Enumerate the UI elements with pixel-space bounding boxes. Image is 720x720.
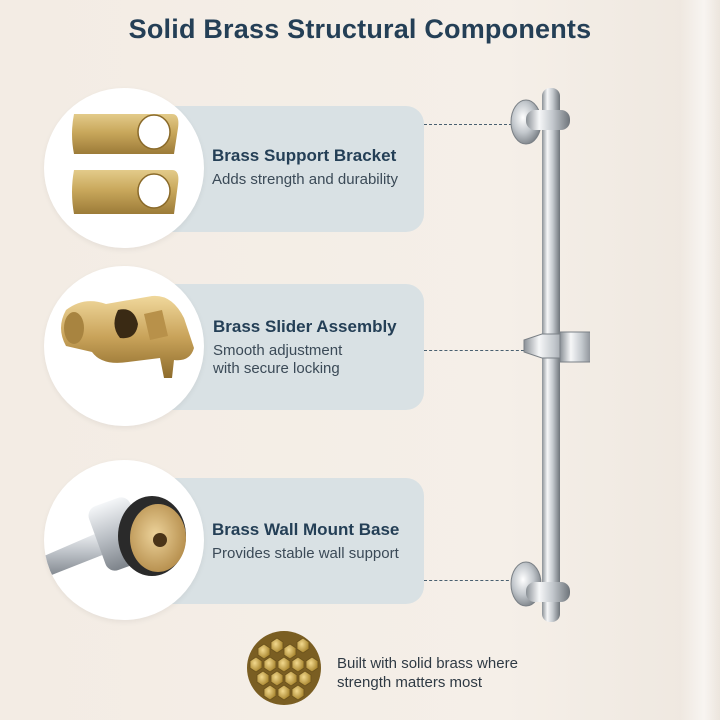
bracket-title: Brass Support Bracket bbox=[212, 146, 397, 165]
page-title: Solid Brass Structural Components bbox=[128, 14, 592, 44]
brass-rods-icon bbox=[247, 631, 321, 705]
footer-line2: strength matters most bbox=[337, 674, 483, 691]
brass-slider-icon bbox=[61, 295, 194, 378]
bracket-leader-line bbox=[424, 124, 512, 125]
wall-mount-image bbox=[44, 460, 204, 620]
slider-title: Brass Slider Assembly bbox=[213, 317, 397, 336]
footer-line1: Built with solid brass where bbox=[337, 655, 518, 672]
brass-wall-mount-icon bbox=[44, 496, 186, 578]
slider-description-line1: Smooth adjustment bbox=[213, 342, 343, 359]
wall-shade bbox=[680, 0, 720, 720]
bracket-image bbox=[44, 88, 204, 248]
footer-text: Built with solid brass where strength ma… bbox=[337, 654, 518, 692]
slider-image bbox=[44, 266, 204, 426]
shower-rail-image bbox=[510, 88, 590, 622]
wall-mount-leader-line bbox=[424, 580, 514, 581]
slider-leader-line bbox=[424, 350, 524, 351]
brass-bracket-icon bbox=[72, 114, 179, 214]
slider-description-line2: with secure locking bbox=[213, 360, 340, 377]
wall-mount-title: Brass Wall Mount Base bbox=[212, 520, 400, 539]
wall-mount-description: Provides stable wall support bbox=[212, 545, 399, 562]
bracket-description: Adds strength and durability bbox=[212, 171, 398, 188]
